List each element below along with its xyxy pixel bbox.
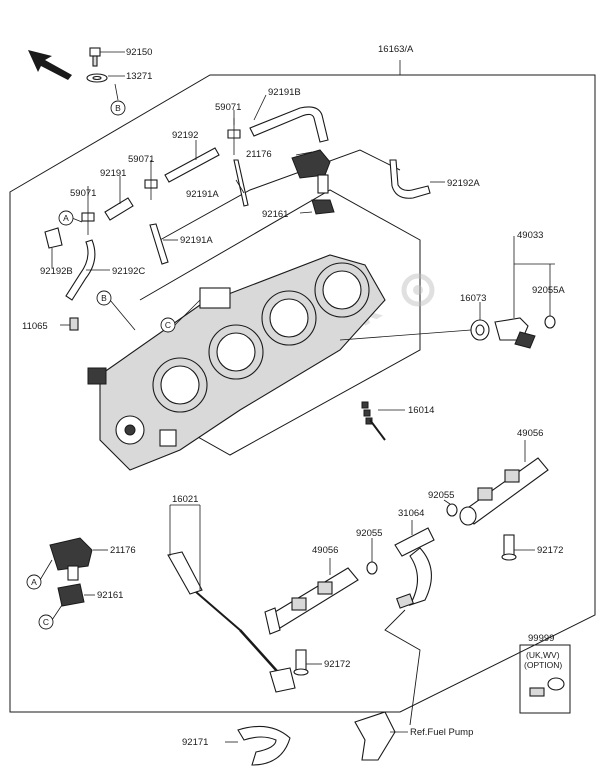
svg-text:C: C [165, 320, 171, 330]
hose-92191B[interactable] [249, 106, 329, 143]
fitting-31064[interactable] [394, 527, 435, 609]
oring-16073[interactable] [470, 319, 490, 341]
option-text-line1: (UK,WV) [526, 650, 560, 660]
label-99999: 99999 [528, 633, 554, 644]
bolt-92172-right[interactable] [501, 534, 517, 561]
label-59071-a: 59071 [215, 102, 241, 113]
hose-92191A-lower[interactable] [149, 223, 169, 265]
sensor-21176-upper[interactable] [291, 149, 331, 194]
svg-text:B: B [115, 103, 121, 113]
label-21176-b: 21176 [110, 545, 136, 556]
sensor-cable-16021[interactable] [167, 551, 296, 693]
joint-59071-lower[interactable] [81, 205, 95, 235]
label-92055-b: 92055 [356, 528, 382, 539]
label-ref-fuel-pump: Ref.Fuel Pump [410, 727, 473, 738]
option-text-line2: (OPTION) [524, 660, 562, 670]
label-16014: 16014 [408, 405, 434, 416]
watermark-gear-icon [401, 273, 435, 307]
callout-a-lower[interactable]: A [26, 574, 42, 590]
label-13271: 13271 [126, 71, 152, 82]
label-21176-a: 21176 [246, 149, 272, 160]
label-92171: 92171 [182, 737, 208, 748]
oring-92055-lower[interactable] [366, 561, 378, 575]
bolt-92150[interactable] [89, 47, 101, 67]
screw-16014[interactable] [361, 401, 386, 441]
option-part-99999[interactable] [529, 677, 565, 697]
washer-13271[interactable] [86, 73, 108, 83]
label-92191B: 92191B [268, 87, 301, 98]
label-92150: 92150 [126, 47, 152, 58]
label-59071-b: 59071 [128, 154, 154, 165]
svg-text:C: C [43, 617, 49, 627]
label-59071-c: 59071 [70, 188, 96, 199]
hose-92192C[interactable] [65, 239, 96, 301]
label-49056-b: 49056 [312, 545, 338, 556]
label-92055A: 92055A [532, 285, 565, 296]
throttle-body-assembly[interactable] [87, 254, 386, 471]
label-16073: 16073 [460, 293, 486, 304]
label-31064: 31064 [398, 508, 424, 519]
cap-92161-upper[interactable] [311, 199, 335, 215]
hose-92192A[interactable] [389, 159, 431, 199]
svg-text:A: A [63, 213, 69, 223]
joint-59071-middle[interactable] [144, 170, 158, 200]
sensor-21176-lower[interactable] [49, 537, 93, 581]
label-49056-a: 49056 [517, 428, 543, 439]
label-49033: 49033 [517, 230, 543, 241]
label-92192: 92192 [172, 130, 198, 141]
fuel-rail-49056-left[interactable] [264, 567, 359, 635]
cap-11065[interactable] [69, 317, 79, 331]
fuel-pump-hose[interactable] [354, 711, 396, 761]
label-92192C: 92192C [112, 266, 145, 277]
label-16163A: 16163/A [378, 44, 414, 55]
label-92172-b: 92172 [324, 659, 350, 670]
cap-92161-lower[interactable] [57, 583, 85, 607]
label-92191A-b: 92191A [180, 235, 213, 246]
injector-49033[interactable] [494, 317, 536, 349]
label-92172-a: 92172 [537, 545, 563, 556]
throttle-body-subframe [139, 189, 421, 456]
svg-text:B: B [101, 293, 107, 303]
callout-b-top[interactable]: B [110, 100, 126, 116]
label-92191: 92191 [100, 168, 126, 179]
callout-b-middle[interactable]: B [96, 290, 112, 306]
oring-92055A[interactable] [544, 315, 556, 329]
hose-92191[interactable] [104, 197, 134, 221]
label-92191A-a: 92191A [186, 189, 219, 200]
callout-c-middle[interactable]: C [160, 317, 176, 333]
fuel-rail-49056-right[interactable] [459, 457, 549, 526]
callout-c-lower[interactable]: C [38, 614, 54, 630]
label-16021: 16021 [172, 494, 198, 505]
svg-text:A: A [31, 577, 37, 587]
joint-59071-upper[interactable] [227, 118, 241, 155]
label-92192B: 92192B [40, 266, 73, 277]
label-92055-a: 92055 [428, 490, 454, 501]
clamp-92171[interactable] [237, 725, 291, 766]
front-direction-arrow-icon [28, 50, 72, 80]
label-11065: 11065 [22, 321, 48, 332]
option-box [519, 644, 571, 714]
callout-a-upper[interactable]: A [58, 210, 74, 226]
oring-92055-upper[interactable] [446, 503, 458, 517]
cap-92192B[interactable] [44, 227, 63, 249]
hose-92192[interactable] [164, 147, 220, 183]
label-92161-a: 92161 [262, 209, 288, 220]
label-92161-b: 92161 [97, 590, 123, 601]
assembly-frame [9, 74, 596, 713]
label-92192A: 92192A [447, 178, 480, 189]
hose-92191A-upper[interactable] [233, 159, 249, 207]
bolt-92172-left[interactable] [293, 649, 309, 676]
